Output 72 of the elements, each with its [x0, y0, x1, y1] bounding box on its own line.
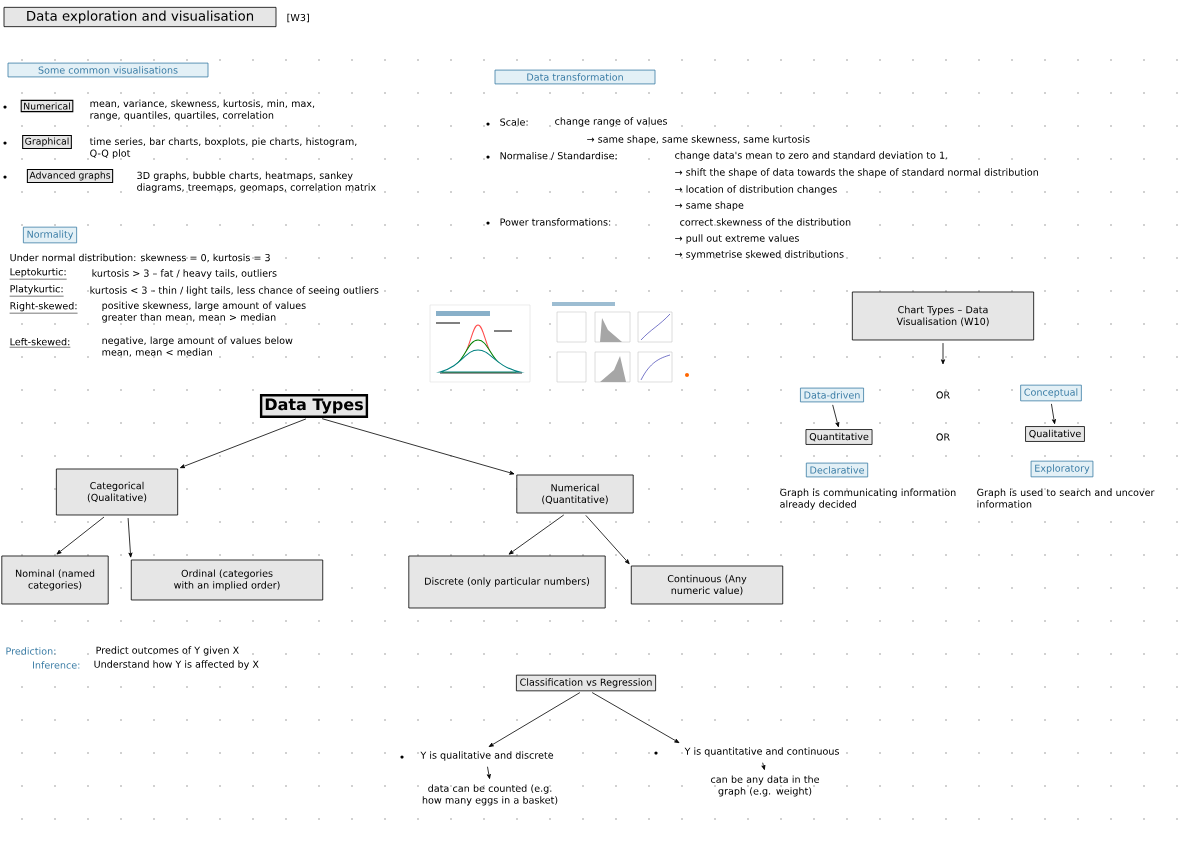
heading-box: Normality: [23, 226, 78, 244]
arrow: [832, 404, 840, 428]
note-text: change data's mean to zero and standard deviation to 1.: [675, 151, 948, 161]
title-box: Data exploration and visualisation: [3, 6, 277, 28]
heading-box: Data transformation: [494, 69, 656, 85]
chart-types-box: Chart Types – Data Visualisation (W10): [851, 291, 1035, 341]
description-text: time series, bar charts, boxplots, pie charts, histogram, Q-Q plot: [89, 137, 357, 159]
note-text: Predict outcomes of Y given X: [96, 646, 239, 656]
category-box: Continuous (Any numeric value): [630, 565, 784, 605]
label-box: Declarative: [805, 462, 869, 478]
arrow: [488, 692, 581, 747]
note-text: → symmetrise skewed distributions: [675, 250, 844, 260]
label-box: Conceptual: [1020, 384, 1082, 402]
arrow: [127, 517, 133, 558]
note-text: kurtosis > 3 – fat / heavy tails, outliers: [92, 269, 277, 279]
term-label: Prediction:: [6, 647, 56, 655]
note-text: change range of values: [555, 117, 668, 127]
term-label: Scale:: [500, 118, 528, 126]
category-box: Nominal (named categories): [1, 555, 109, 605]
note-text: → shift the shape of data towards the shape of standard normal distribution: [675, 168, 1038, 178]
arrow: [941, 342, 945, 365]
arrow: [486, 766, 491, 779]
label-box: Data-driven: [800, 387, 864, 403]
category-box: Ordinal (categories with an implied order): [130, 559, 324, 601]
bullet-text: Y is quantitative and continuous: [684, 747, 839, 757]
description-text: Graph is used to search and uncover information: [977, 488, 1155, 508]
term-label: Left-skewed:: [9, 337, 71, 348]
note-text: positive skewness, large amount of values greater than mean, mean > median: [102, 301, 306, 323]
note-text: Understand how Y is affected by X: [94, 660, 259, 670]
note-text: → same shape: [675, 201, 744, 211]
note-text: correct skewness of the distribution: [680, 218, 851, 226]
heading-box: Some common visualisations: [7, 62, 209, 78]
category-box: Categorical (Qualitative): [55, 468, 179, 516]
term-label: Power transformations:: [500, 218, 611, 226]
note-text: Under normal distribution: skewness = 0, kurtosis = 3: [10, 253, 270, 263]
arrow: [56, 516, 105, 555]
description-text: mean, variance, skewness, kurtosis, min, max, range, quantiles, quartiles, correlation: [90, 99, 315, 121]
tag-box: Numerical: [20, 99, 74, 113]
description-text: 3D graphs, bubble charts, heatmaps, sankey diagrams, treemaps, geomaps, correlation matrix: [137, 171, 376, 193]
note-text: data can be counted (e.g. how many eggs in a basket): [422, 784, 558, 806]
week-label: [W3]: [287, 13, 309, 23]
tag-box: Graphical: [22, 134, 72, 150]
note-text: kurtosis < 3 – thin / light tails, less chance of seeing outliers: [90, 286, 379, 296]
arrow: [180, 418, 307, 469]
category-box: Numerical (Quantitative): [516, 474, 634, 514]
term-label: Leptokurtic:: [9, 268, 67, 280]
arrow: [591, 692, 680, 744]
arrow: [508, 514, 565, 555]
tag-box: Advanced graphs: [26, 168, 114, 184]
heading-box: Classification vs Regression: [516, 674, 656, 692]
category-box: Quantitative: [805, 429, 873, 445]
category-box: Qualitative: [1025, 426, 1085, 442]
term-label: Normalise / Standardise:: [500, 151, 617, 161]
bullet-text: Y is qualitative and discrete: [420, 751, 554, 761]
note-text: → pull out extreme values: [675, 234, 799, 244]
note-text: → location of distribution changes: [675, 185, 837, 195]
arrow: [321, 418, 515, 475]
note-text: → same shape, same skewness, same kurtosis: [587, 135, 810, 145]
term-label: Right-skewed:: [9, 302, 78, 314]
or-label: OR: [936, 433, 950, 441]
note-text: can be any data in the graph (e.g. weight): [711, 775, 819, 797]
description-text: Graph is communicating information already decided: [780, 488, 956, 510]
heading-box: Data Types: [259, 394, 369, 418]
term-label: Inference:: [33, 661, 80, 669]
category-box: Discrete (only particular numbers): [408, 555, 606, 609]
arrow: [1051, 403, 1056, 425]
term-label: Platykurtic:: [9, 285, 64, 297]
label-box: Exploratory: [1030, 460, 1094, 478]
arrow: [761, 762, 766, 770]
or-label: OR: [936, 391, 950, 399]
note-text: negative, large amount of values below mean, mean < median: [102, 336, 293, 357]
arrow: [585, 515, 630, 565]
